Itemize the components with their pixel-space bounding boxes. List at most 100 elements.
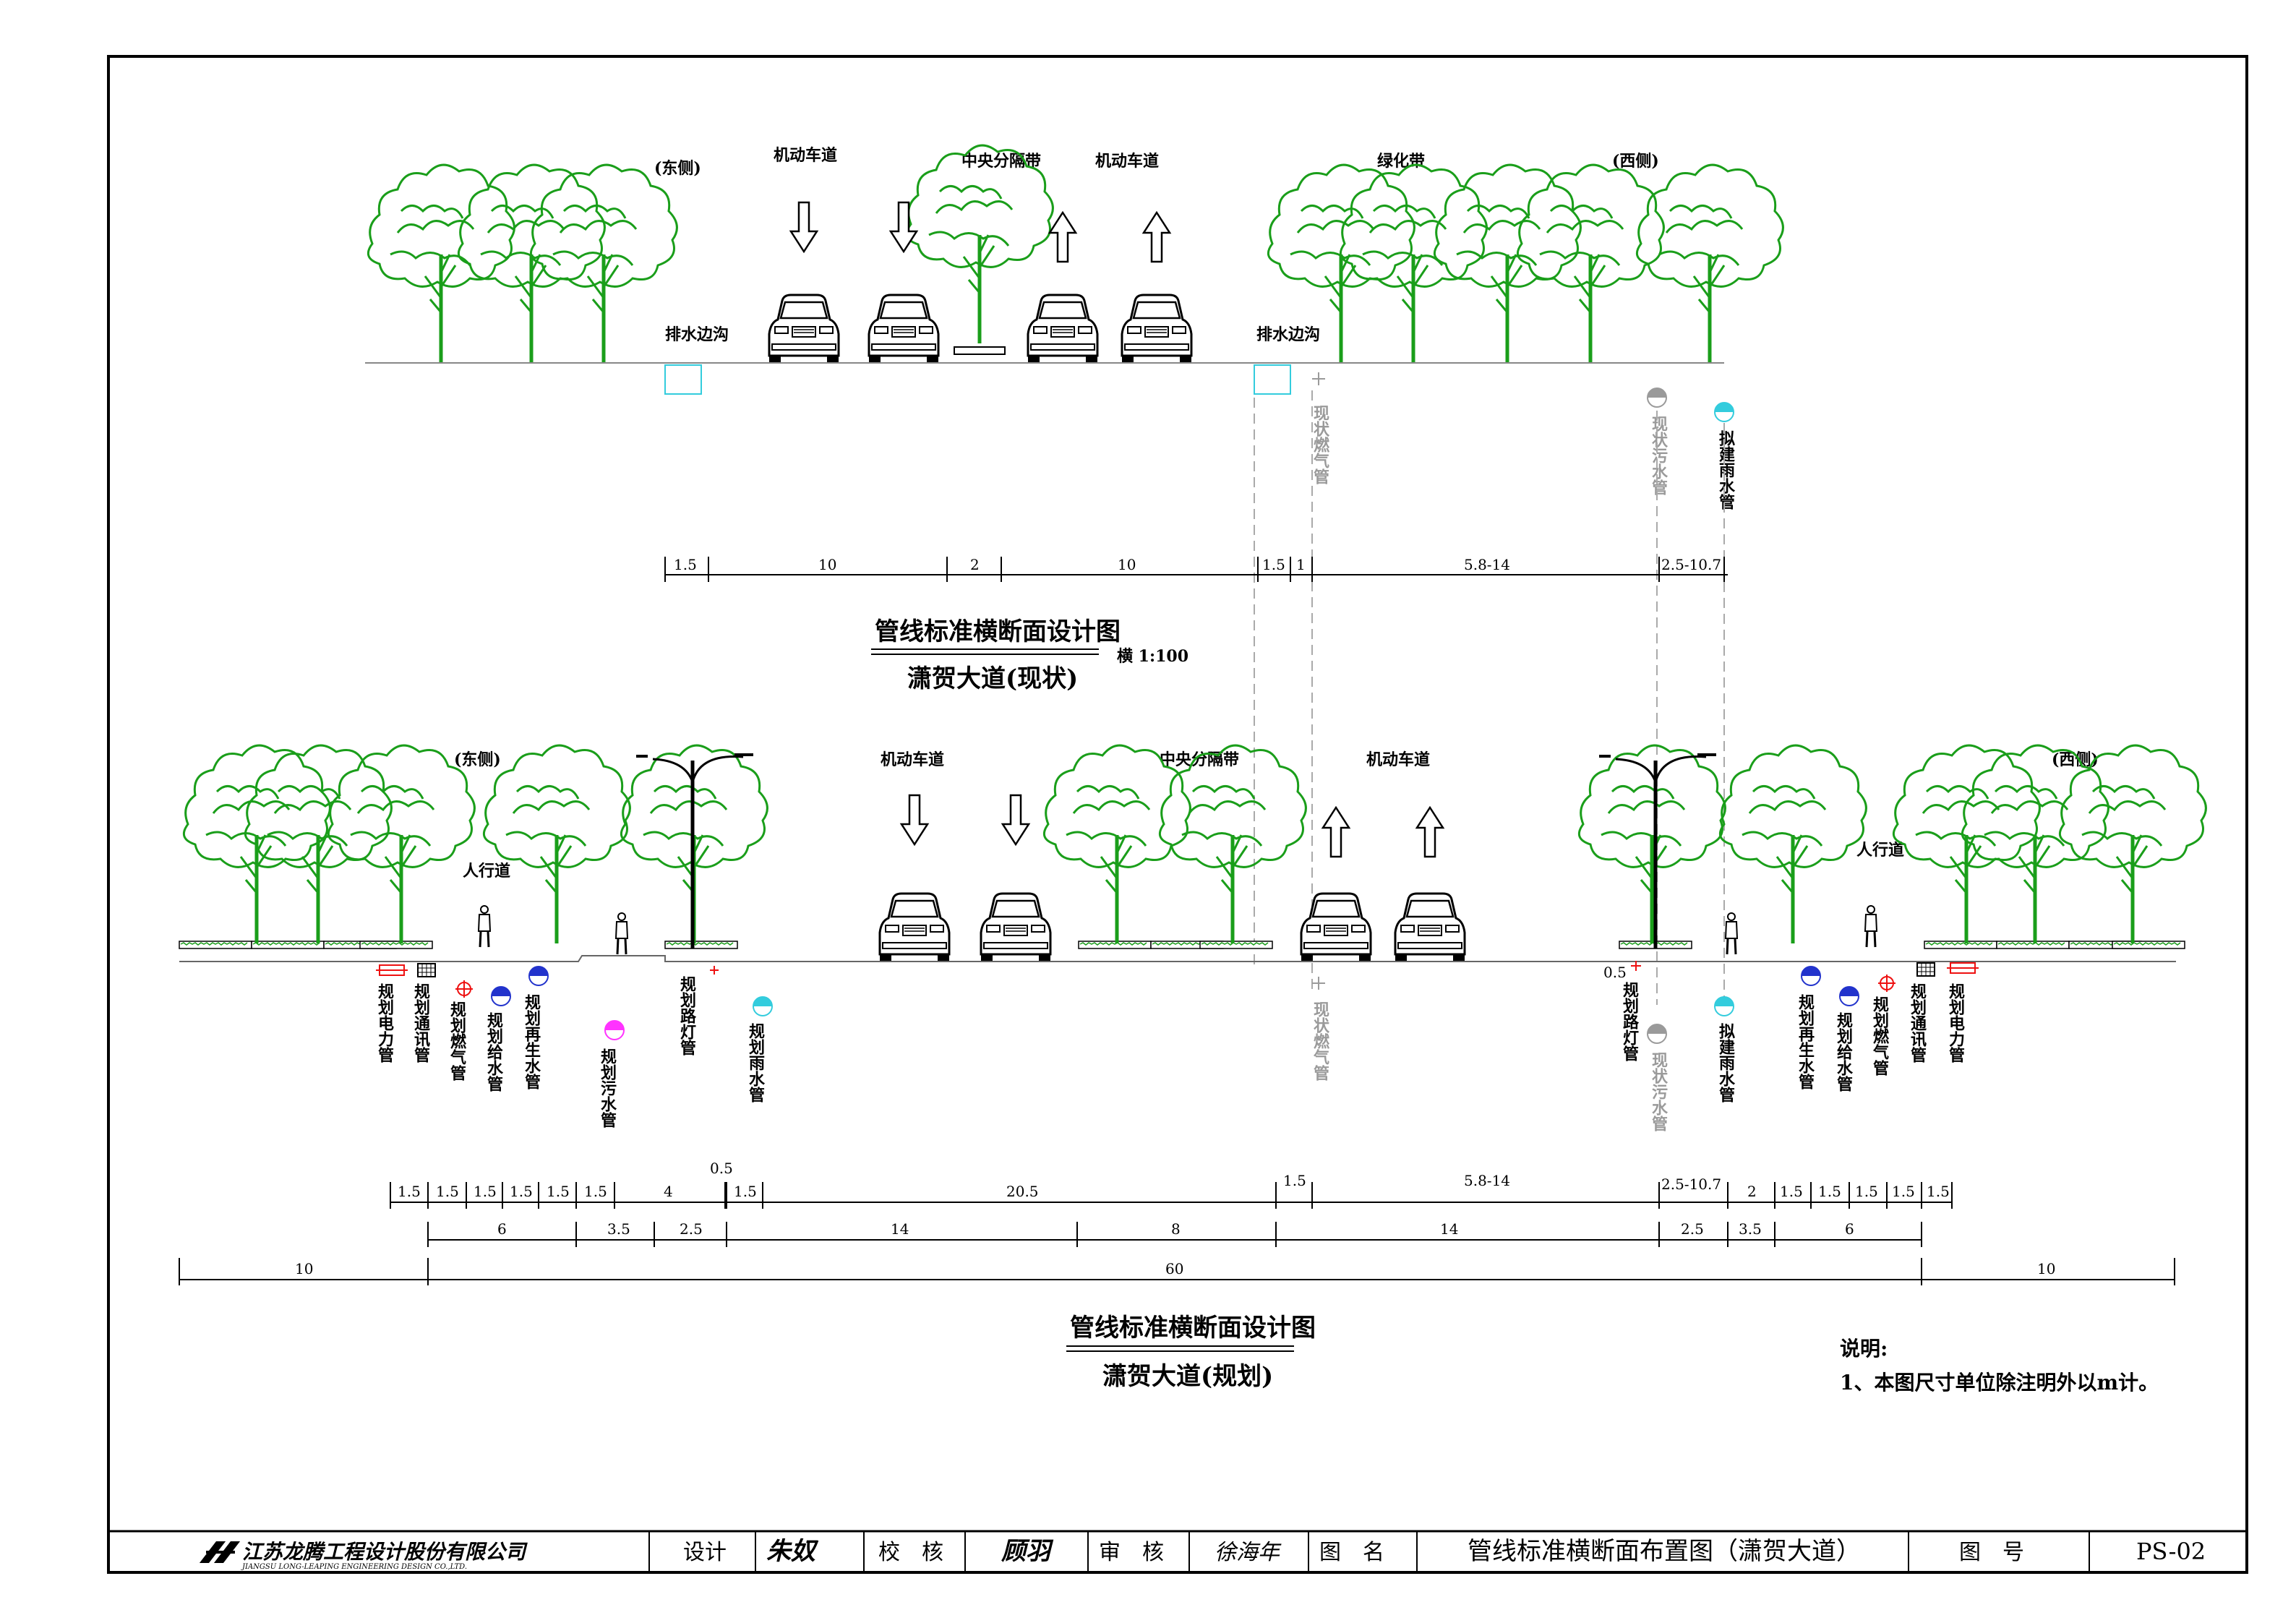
number-label: 图 号 — [1959, 1540, 2024, 1565]
top-ditch-right-label: 排水边沟 — [1256, 325, 1320, 344]
tree-icon — [368, 165, 514, 363]
pipe-label: 现状污水管 — [1649, 416, 1668, 496]
dim-label: 3.5 — [1739, 1220, 1762, 1238]
arrow-down-icon — [789, 201, 818, 253]
bottom-dimensions-row1: 1.5 1.5 1.5 1.5 1.5 1.5 4 0.5 1.5 20.5 1… — [390, 1160, 1953, 1209]
dim-label: 2.5 — [680, 1220, 703, 1238]
tree-icon — [1160, 745, 1306, 943]
pipe-reclaimed-right: 规划再生水管 — [1796, 966, 1821, 1090]
top-section: (东侧) 机动车道 中央分隔带 机动车道 绿化带 (西侧) 排水边沟 排水边沟 — [365, 145, 1783, 1005]
pipe-label: 规划再生水管 — [522, 994, 541, 1090]
designer-signature: 朱奴 — [766, 1537, 819, 1566]
pipe-label: 规划燃气管 — [447, 1001, 467, 1082]
hedge — [1078, 941, 1152, 949]
dim-label: 2.5-10.7 — [1661, 1176, 1721, 1193]
pipe-sewer-left: 规划污水管 — [598, 1020, 625, 1129]
dim-label: 1.5 — [398, 1183, 421, 1200]
top-section-subtitle: 潇贺大道(现状) — [907, 664, 1078, 693]
dim-label: 1.5 — [547, 1183, 570, 1200]
bottom-east-label: (东侧) — [454, 750, 501, 769]
offset-label: 0.5 — [1603, 964, 1627, 981]
car-icon — [1394, 892, 1466, 963]
pipe-rain-left: 规划雨水管 — [746, 996, 773, 1103]
dim-label: 1.5 — [1927, 1183, 1950, 1200]
top-median-planter — [954, 346, 1006, 355]
arrow-down-icon — [889, 201, 918, 253]
title-underline — [1066, 1345, 1294, 1352]
hedge — [1924, 941, 1997, 949]
pipe-label: 拟建雨水管 — [1716, 1023, 1735, 1103]
dim-label: 1.5 — [674, 556, 697, 573]
pipe-label: 规划污水管 — [598, 1048, 617, 1129]
pipe-existing-sewer-top: 现状污水管 — [1647, 387, 1668, 496]
checker-signature: 顾羽 — [1001, 1537, 1054, 1566]
bottom-lane-left-label: 机动车道 — [881, 750, 944, 769]
pipe-label: 规划路灯管 — [1620, 982, 1639, 1062]
pipe-planned-rain-top: 拟建雨水管 — [1714, 402, 1735, 510]
pedestrian-icon — [477, 904, 492, 948]
pipe-label: 现状污水管 — [1649, 1052, 1668, 1132]
review-label: 审 核 — [1099, 1540, 1164, 1565]
pipe-label: 规划通讯管 — [1908, 983, 1927, 1063]
tree-icon — [1340, 165, 1486, 363]
dim-label: 1.5 — [1818, 1183, 1841, 1200]
pipe-label: 规划路灯管 — [677, 976, 696, 1056]
name-label: 图 名 — [1319, 1540, 1384, 1565]
dim-label: 10 — [2037, 1260, 2055, 1277]
pipe-label: 规划再生水管 — [1796, 994, 1815, 1090]
dim-label: 1.5 — [474, 1183, 497, 1200]
drawing-number: PS-02 — [2136, 1538, 2206, 1565]
top-section-title: 管线标准横断面设计图 — [875, 617, 1121, 646]
dim-label: 5.8-14 — [1464, 556, 1510, 573]
pipe-label: 现状燃气管 — [1311, 1001, 1330, 1082]
title-underline — [871, 648, 1099, 655]
dim-label: 10 — [295, 1260, 313, 1277]
notes-item: 1、本图尺寸单位除注明外以m计。 — [1840, 1371, 2159, 1395]
dim-label: 2.5 — [1681, 1220, 1704, 1238]
pedestrian-icon — [614, 912, 629, 956]
title-block: 江苏龙腾工程设计股份有限公司 JIANGSU LONG-LEAPING ENGI… — [107, 1530, 2248, 1574]
pipe-label: 规划给水管 — [484, 1012, 503, 1092]
company-logo-icon: 江苏龙腾工程设计股份有限公司 JIANGSU LONG-LEAPING ENGI… — [199, 1540, 528, 1571]
pipe-label: 规划给水管 — [1834, 1012, 1853, 1092]
arrow-up-icon — [1048, 211, 1077, 263]
pipe-label: 规划雨水管 — [746, 1023, 765, 1103]
pipe-label: 规划通讯管 — [411, 983, 430, 1063]
dim-label: 6 — [497, 1220, 507, 1238]
car-icon — [868, 294, 940, 364]
top-east-label: (东侧) — [654, 159, 701, 178]
pipe-existing-sewer-right: 现状污水管 — [1647, 1024, 1668, 1132]
top-dimensions: 1.5 10 2 10 1.5 1 5.8-14 2.5-10.7 — [664, 556, 1728, 582]
dim-label: 20.5 — [1006, 1183, 1039, 1200]
arrow-up-icon — [1322, 806, 1350, 858]
dim-label: 14 — [1440, 1220, 1458, 1238]
car-icon — [768, 294, 840, 364]
arrow-down-icon — [900, 794, 929, 846]
bottom-road-surface — [179, 955, 2176, 962]
pedestrian-icon — [1864, 904, 1878, 948]
dim-label: 14 — [891, 1220, 909, 1238]
company-name: 江苏龙腾工程设计股份有限公司 — [242, 1540, 528, 1564]
drawing-title: 管线标准横断面布置图（潇贺大道） — [1468, 1537, 1861, 1566]
car-icon — [1027, 294, 1099, 364]
dim-label: 1.5 — [1855, 1183, 1878, 1200]
dim-label: 1.5 — [436, 1183, 459, 1200]
car-icon — [1121, 294, 1193, 364]
design-label: 设计 — [683, 1540, 727, 1565]
pipe-label: 规划燃气管 — [1870, 996, 1890, 1076]
dim-label: 10 — [1118, 556, 1136, 573]
sidewalk-left-label: 人行道 — [463, 862, 510, 881]
pipe-label: 现状燃气管 — [1311, 405, 1330, 485]
top-ditch-left — [664, 364, 702, 395]
pipe-gas-right: 规划燃气管 — [1870, 975, 1896, 1076]
dim-label: 1 — [1296, 556, 1306, 573]
bottom-median-label: 中央分隔带 — [1160, 750, 1239, 769]
tree-icon — [1637, 165, 1783, 363]
bottom-section-title: 管线标准横断面设计图 — [1070, 1314, 1316, 1342]
dim-label: 2 — [1747, 1183, 1757, 1200]
tree-icon — [1720, 745, 1866, 943]
top-west-label: (西侧) — [1612, 152, 1659, 171]
bottom-lane-right-label: 机动车道 — [1366, 750, 1430, 769]
pipe-reclaimed-left: 规划再生水管 — [522, 966, 549, 1090]
